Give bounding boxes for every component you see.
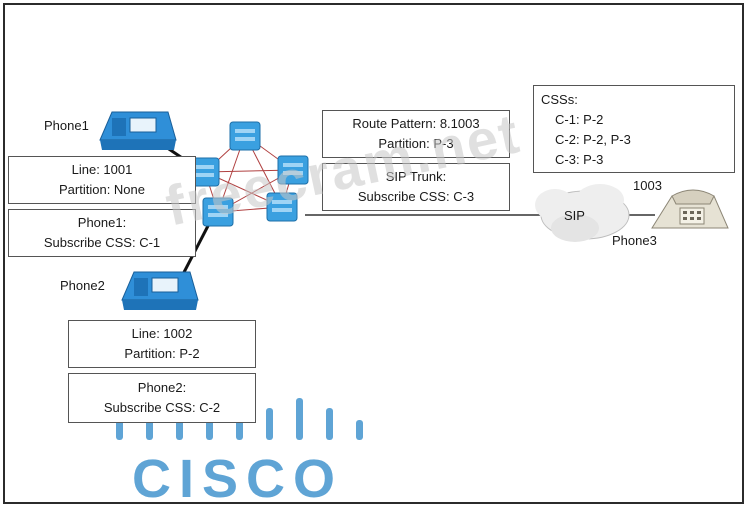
phone1-line-box: Line: 1001 Partition: None	[8, 156, 196, 204]
phone3-label: Phone3	[612, 233, 657, 248]
phone2-line-box: Line: 1002 Partition: P-2	[68, 320, 256, 368]
cisco-logo-text: CISCO	[132, 449, 344, 509]
sip-cloud-label: SIP	[564, 208, 585, 223]
ip-phone-icon	[121, 271, 199, 310]
sip-trunk-box: SIP Trunk: Subscribe CSS: C-3	[322, 163, 510, 211]
cluster-server-icon	[277, 155, 309, 185]
ip-phone-icon: IP	[99, 111, 177, 152]
cluster-server-icon	[188, 157, 220, 187]
css-definitions-box: CSSs: C-1: P-2 C-2: P-2, P-3 C-3: P-3	[533, 85, 735, 173]
phone1-css-box: Phone1: Subscribe CSS: C-1	[8, 209, 196, 257]
cluster-server-icon	[229, 121, 261, 151]
phone3-directory-number: 1003	[633, 178, 662, 193]
cluster-server-icon	[202, 197, 234, 227]
phone1-label: Phone1	[44, 118, 89, 133]
phone2-css-box: Phone2: Subscribe CSS: C-2	[68, 373, 256, 423]
cluster-server-icon	[266, 192, 298, 222]
phone2-label: Phone2	[60, 278, 105, 293]
route-pattern-box: Route Pattern: 8.1003 Partition: P-3	[322, 110, 510, 158]
sip-cloud-icon	[535, 184, 630, 242]
diagram-frame	[3, 3, 744, 504]
analog-phone-icon	[651, 189, 729, 229]
